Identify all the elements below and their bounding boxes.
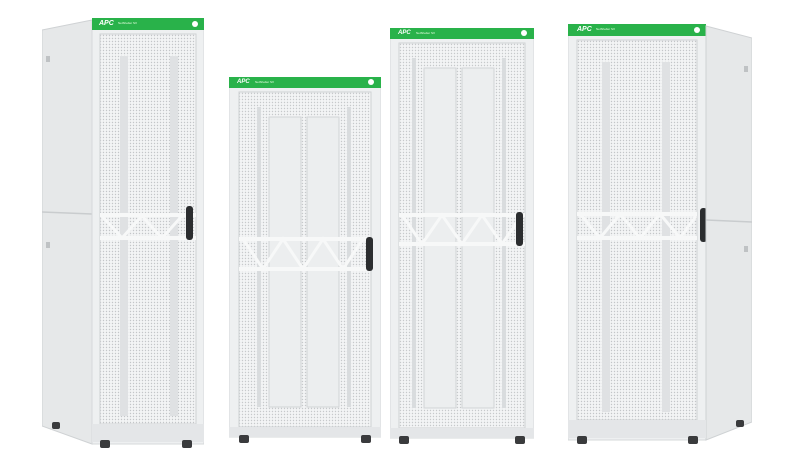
schneider-logo-icon [192,21,198,27]
rack-4: APC NetShelter SX [568,22,752,448]
rack-2: APC NetShelter SX [229,77,381,445]
rack-2-drawing [229,77,381,443]
schneider-logo-icon [694,27,700,33]
brand-name: APC [99,20,114,27]
door-handle-icon [186,206,193,240]
brand-name: APC [577,26,592,33]
brand-name: APC [237,79,250,85]
brand-name: APC [398,30,411,36]
door-handle-icon [516,212,523,246]
rack-1-drawing [42,18,204,448]
rack-1: APC NetShelter SX [42,16,204,449]
rack-3: APC NetShelter SX [390,28,534,447]
brand-sub: NetShelter SX [118,21,138,25]
rack-3-drawing [390,28,534,444]
brand-sub: NetShelter SX [255,80,275,84]
schneider-logo-icon [521,30,527,36]
door-handle-icon [366,237,373,271]
brand-sub: NetShelter SX [416,31,436,35]
door-handle-icon [700,208,707,242]
schneider-logo-icon [368,79,374,85]
brand-sub: NetShelter SX [596,27,616,31]
rack-4-drawing [568,24,752,444]
